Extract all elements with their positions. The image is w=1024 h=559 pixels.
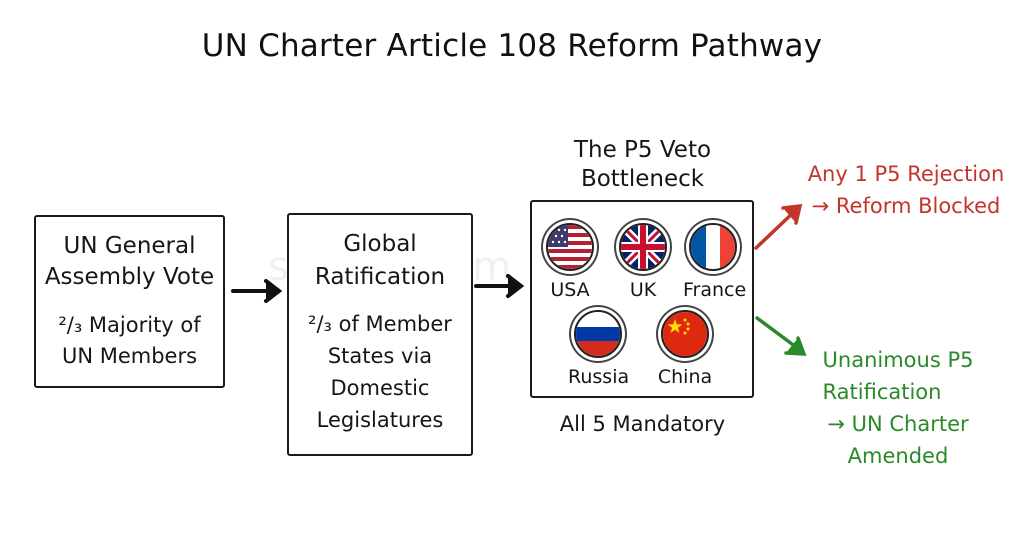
- p5-name-russia: Russia: [568, 366, 630, 388]
- outcome-acceptance: Unanimous P5 Ratification → UN Charter A…: [798, 344, 998, 472]
- p5-member-russia: Russia: [568, 310, 630, 388]
- usa-flag-icon: [546, 223, 594, 271]
- france-flag-icon: [689, 223, 737, 271]
- stage2-heading-line2: Ratification: [314, 264, 446, 290]
- rejection-line2: → Reform Blocked: [811, 194, 1001, 218]
- p5-name-uk: UK: [629, 279, 657, 301]
- p5-member-france: France: [683, 223, 747, 301]
- p5-member-usa: USA: [540, 223, 600, 301]
- outcome-rejection: Any 1 P5 Rejection → Reform Blocked: [800, 158, 1012, 222]
- p5-bottleneck-label: The P5 Veto Bottleneck: [530, 136, 755, 194]
- acceptance-line3: → UN Charter: [827, 412, 969, 436]
- arrow-to-rejection: [754, 203, 803, 250]
- p5-name-france: France: [683, 279, 747, 301]
- stage2-detail-line1: ²/₃ of Member: [308, 312, 452, 336]
- acceptance-line4: Amended: [847, 444, 949, 468]
- arrow-stage1-to-stage2: [231, 279, 283, 303]
- diagram-title: UN Charter Article 108 Reform Pathway: [201, 28, 823, 64]
- china-flag-icon: [661, 310, 709, 358]
- russia-flag-icon: [574, 310, 622, 358]
- stage-general-assembly-box: UN General Assembly Vote ²/₃ Majority of…: [34, 215, 225, 388]
- stage1-heading-line2: Assembly Vote: [44, 264, 215, 290]
- p5-name-china: China: [657, 366, 713, 388]
- acceptance-line2: Ratification: [822, 380, 942, 404]
- rejection-line1: Any 1 P5 Rejection: [807, 162, 1005, 186]
- stage2-heading-line1: Global: [343, 231, 417, 257]
- stage1-heading-line1: UN General: [63, 233, 196, 259]
- p5-footer-label: All 5 Mandatory: [559, 412, 726, 436]
- stage2-detail-line3: Domestic: [330, 376, 430, 400]
- stage1-detail-line2: UN Members: [61, 344, 198, 368]
- p5-label-line1: The P5 Veto: [573, 137, 712, 163]
- p5-name-usa: USA: [550, 279, 590, 301]
- p5-member-china: China: [655, 310, 715, 388]
- p5-label-line2: Bottleneck: [580, 166, 705, 192]
- stage1-detail-line1: ²/₃ Majority of: [58, 313, 201, 337]
- arrow-stage2-to-stage3: [474, 274, 525, 298]
- p5-member-uk: UK: [613, 223, 673, 301]
- p5-veto-box: USA UK France: [530, 200, 754, 398]
- acceptance-line1: Unanimous P5: [822, 348, 974, 372]
- stage2-detail-line4: Legislatures: [316, 408, 444, 432]
- stage-global-ratification-box: Global Ratification ²/₃ of Member States…: [287, 213, 473, 456]
- arrow-to-acceptance: [755, 316, 807, 356]
- stage2-detail-line2: States via: [327, 344, 433, 368]
